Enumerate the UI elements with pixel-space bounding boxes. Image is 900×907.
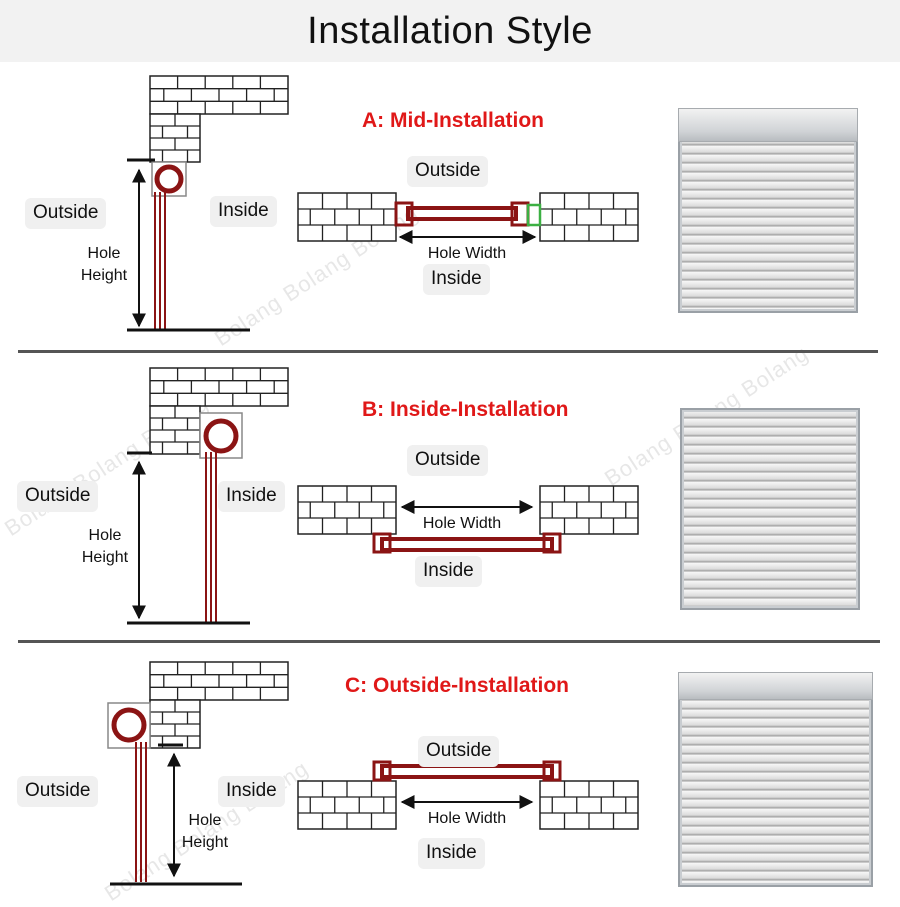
section-c-coil xyxy=(111,707,147,743)
section-a-bottom-inside-label: Inside xyxy=(423,264,490,295)
section-c-rail-left xyxy=(372,760,392,782)
title-bar: Installation Style xyxy=(0,0,900,62)
section-b-hole-height-label: Hole Height xyxy=(75,525,135,569)
shutter-box xyxy=(678,672,873,700)
shutter-box xyxy=(678,108,858,142)
section-b-bottom-inside-label: Inside xyxy=(415,556,482,587)
section-a-rail-left xyxy=(394,201,414,227)
section-c-side-outside-label: Outside xyxy=(17,776,99,807)
section-c-top-outside-label: Outside xyxy=(418,736,500,767)
section-divider xyxy=(18,350,878,353)
shutter-photo-outside xyxy=(678,672,873,887)
section-a-top-outside-label: Outside xyxy=(407,156,489,187)
hole-height-line1: Hole xyxy=(88,527,122,544)
shutter-photo-inside xyxy=(680,408,860,610)
section-a-seal xyxy=(526,203,542,227)
section-a-side-inside-label: Inside xyxy=(210,196,277,227)
section-c-side-inside-label: Inside xyxy=(218,776,285,807)
section-c-rail-right xyxy=(542,760,562,782)
section-c-bottom-inside-label: Inside xyxy=(418,838,485,869)
section-b-hole-width-label: Hole Width xyxy=(422,515,502,532)
section-b-side-outside-label: Outside xyxy=(17,481,99,512)
page-title: Installation Style xyxy=(307,9,593,52)
section-a-hole-width-label: Hole Width xyxy=(427,245,507,262)
section-c-hole-height-label: Hole Height xyxy=(175,810,235,854)
hole-height-line2: Height xyxy=(80,267,128,284)
section-a-side-outside-label: Outside xyxy=(25,198,107,229)
hole-height-line2: Height xyxy=(181,834,229,851)
section-c-title: C: Outside-Installation xyxy=(345,674,570,697)
section-b-shutter-profile xyxy=(380,537,554,552)
section-c-shutter-profile xyxy=(380,764,554,779)
hole-height-line1: Hole xyxy=(188,812,222,829)
section-a-coil xyxy=(154,164,184,194)
section-b-coil xyxy=(203,418,239,454)
section-c-hole-width-label: Hole Width xyxy=(427,810,507,827)
section-a-shutter-profile xyxy=(406,206,518,221)
section-divider xyxy=(18,640,880,643)
shutter-photo-mid xyxy=(678,108,858,313)
section-a-hole-height-label: Hole Height xyxy=(74,243,134,287)
hole-height-line1: Hole xyxy=(87,245,121,262)
section-b-title: B: Inside-Installation xyxy=(362,398,569,421)
hole-height-line2: Height xyxy=(81,549,129,566)
section-b-top-outside-label: Outside xyxy=(407,445,489,476)
section-b-side-inside-label: Inside xyxy=(218,481,285,512)
section-a-title: A: Mid-Installation xyxy=(362,109,544,132)
